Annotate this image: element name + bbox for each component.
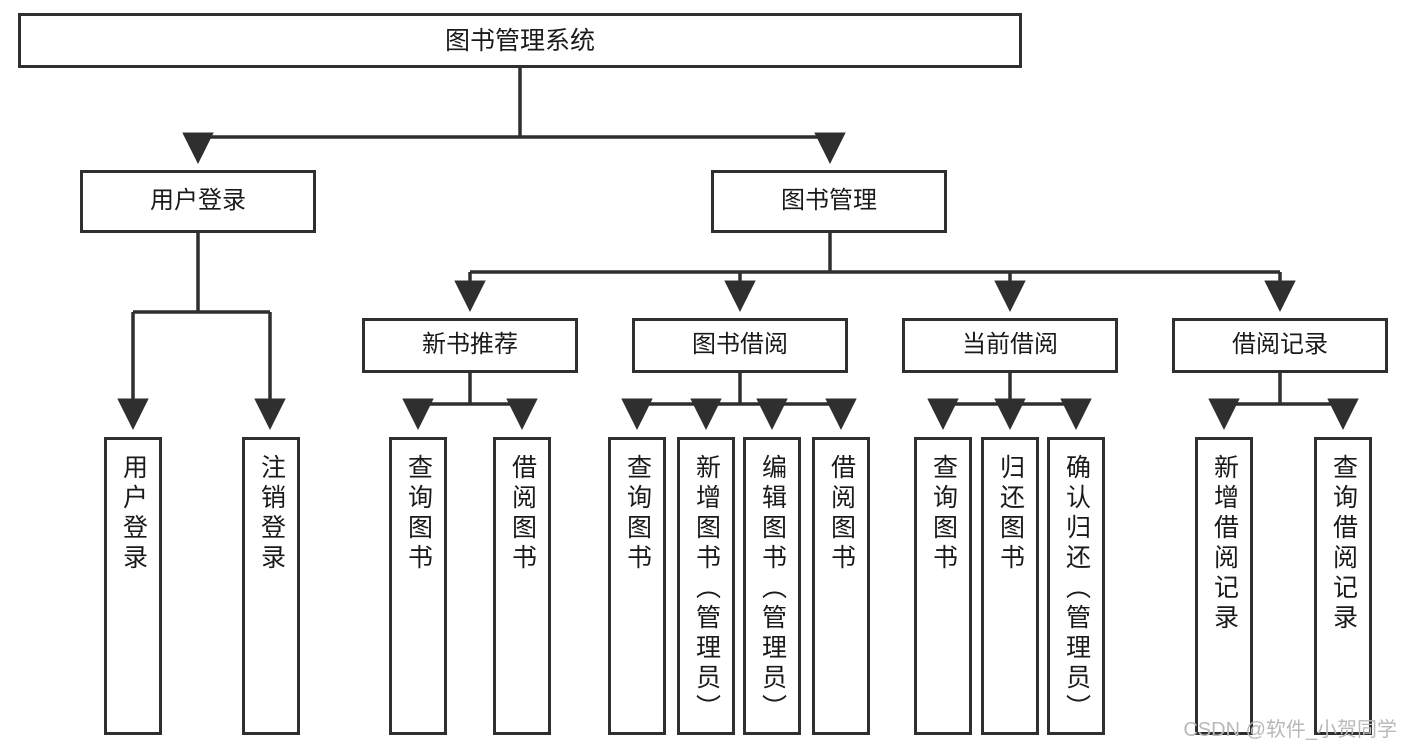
node-label: 新增图书（管理员）: [692, 454, 721, 724]
node-label: 图书管理: [781, 187, 877, 215]
node-current-borrow[interactable]: 当前借阅: [902, 318, 1118, 373]
node-label: 查询借阅记录: [1329, 454, 1358, 634]
leaf-current-borrow-query-book[interactable]: 查询图书: [914, 437, 972, 735]
leaf-book-borrow-query-book[interactable]: 查询图书: [608, 437, 666, 735]
leaf-user-login-login[interactable]: 用户登录: [104, 437, 162, 735]
leaf-new-book-borrow-book[interactable]: 借阅图书: [493, 437, 551, 735]
node-label: 借阅图书: [508, 454, 537, 574]
leaf-current-borrow-return-book[interactable]: 归还图书: [981, 437, 1039, 735]
leaf-new-book-query-book[interactable]: 查询图书: [389, 437, 447, 735]
node-label: 注销登录: [257, 454, 286, 574]
leaf-book-borrow-add-book-admin[interactable]: 新增图书（管理员）: [677, 437, 735, 735]
node-book-management[interactable]: 图书管理: [711, 170, 947, 233]
node-label: 用户登录: [150, 187, 246, 215]
leaf-book-borrow-edit-book-admin[interactable]: 编辑图书（管理员）: [743, 437, 801, 735]
node-label: 查询图书: [623, 454, 652, 574]
leaf-user-login-logout[interactable]: 注销登录: [242, 437, 300, 735]
node-new-book-recommend[interactable]: 新书推荐: [362, 318, 578, 373]
node-root-book-management-system[interactable]: 图书管理系统: [18, 13, 1022, 68]
leaf-book-borrow-borrow-book[interactable]: 借阅图书: [812, 437, 870, 735]
leaf-borrow-record-add-record[interactable]: 新增借阅记录: [1195, 437, 1253, 735]
node-borrow-record[interactable]: 借阅记录: [1172, 318, 1388, 373]
node-label: 借阅图书: [827, 454, 856, 574]
node-label: 新增借阅记录: [1210, 454, 1239, 634]
node-label: 编辑图书（管理员）: [758, 454, 787, 724]
node-label: 图书管理系统: [444, 26, 595, 55]
node-label: 图书借阅: [692, 331, 788, 359]
node-label: 归还图书: [996, 454, 1025, 574]
leaf-borrow-record-query-record[interactable]: 查询借阅记录: [1314, 437, 1372, 735]
node-label: 用户登录: [119, 454, 148, 574]
node-user-login[interactable]: 用户登录: [80, 170, 316, 233]
node-label: 当前借阅: [962, 331, 1058, 359]
node-label: 确认归还（管理员）: [1062, 454, 1091, 724]
watermark-text: CSDN @软件_小贺同学: [1183, 719, 1397, 741]
node-label: 查询图书: [929, 454, 958, 574]
node-book-borrow[interactable]: 图书借阅: [632, 318, 848, 373]
node-label: 借阅记录: [1232, 331, 1328, 359]
leaf-current-borrow-confirm-return-admin[interactable]: 确认归还（管理员）: [1047, 437, 1105, 735]
node-label: 新书推荐: [422, 331, 518, 359]
node-label: 查询图书: [404, 454, 433, 574]
